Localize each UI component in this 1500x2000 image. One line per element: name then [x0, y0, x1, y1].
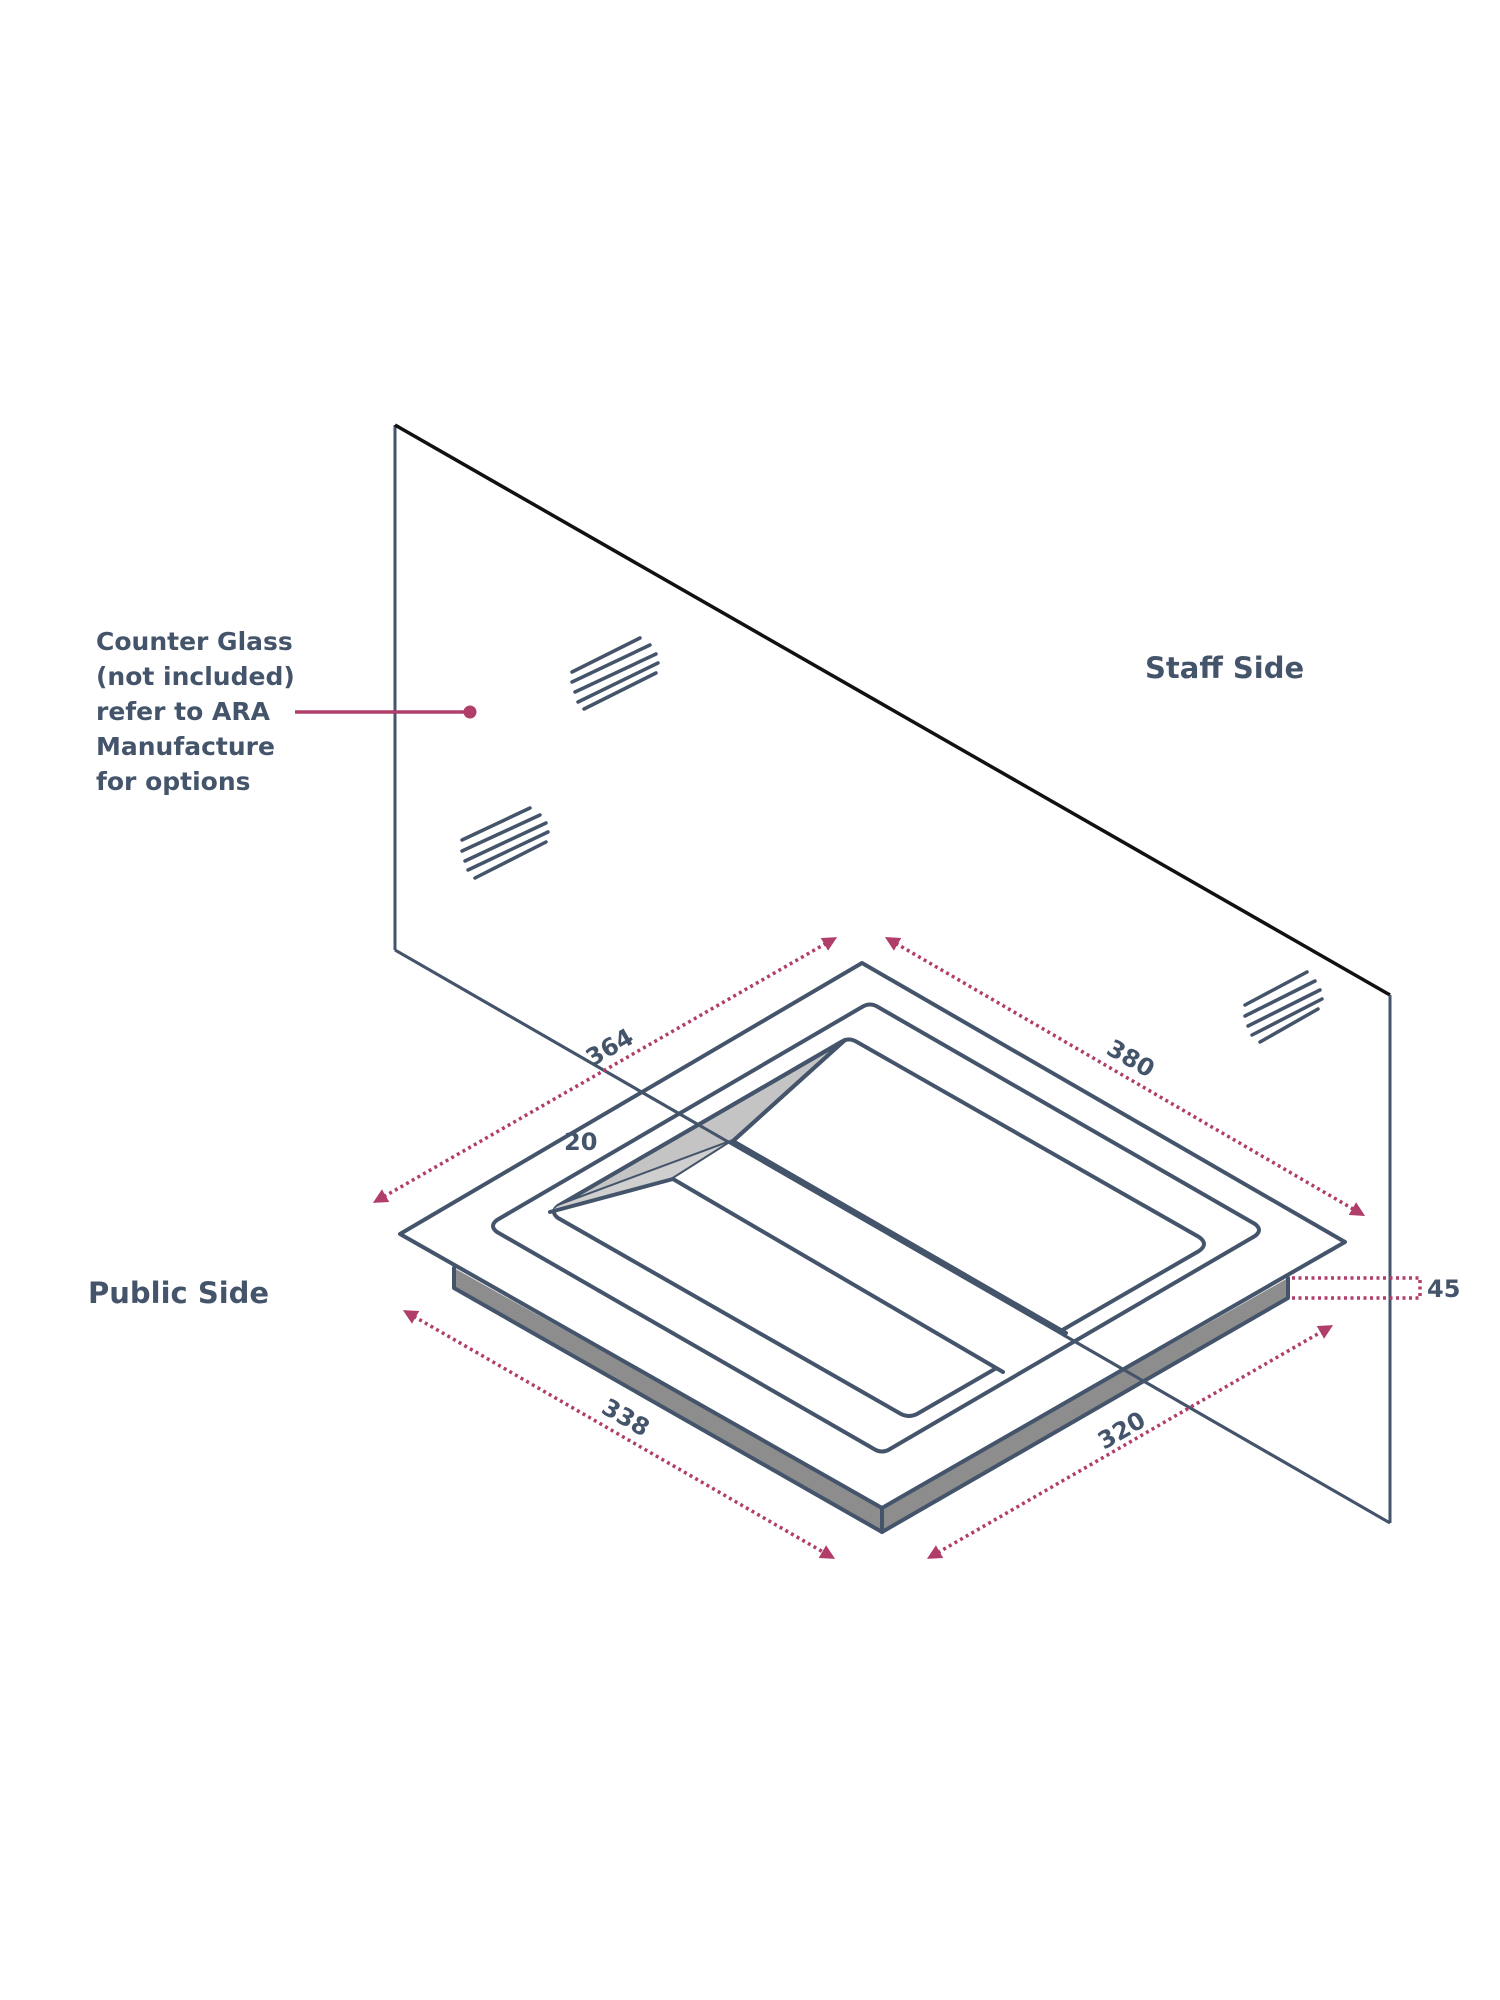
- dimension-lines: [372, 937, 1422, 1559]
- public-side-label: Public Side: [88, 1276, 269, 1310]
- dim-line-bottom-right: [926, 1325, 1334, 1559]
- dim-label-depth: 45: [1427, 1275, 1460, 1303]
- callout-dot: [463, 705, 477, 719]
- counter-glass-panel: [393, 423, 1392, 1525]
- dim-label-lip: 20: [564, 1128, 597, 1156]
- dim-label-bottom-left: 338: [597, 1393, 654, 1442]
- dim-bracket-depth: [1292, 1276, 1422, 1300]
- dim-line-bottom-left: [402, 1310, 836, 1559]
- counter-glass-note-line-5: for options: [96, 767, 251, 796]
- counter-glass-callout: [295, 705, 477, 719]
- glass-reflection-marks-upper: [570, 636, 660, 711]
- dim-label-top-left: 364: [581, 1023, 638, 1072]
- counter-glass-note-line-1: Counter Glass: [96, 627, 293, 656]
- glass-reflection-marks-right: [1243, 970, 1324, 1044]
- counter-glass-note-line-4: Manufacture: [96, 732, 275, 761]
- tray-base: [452, 1266, 1290, 1534]
- glass-bottom-edge: [394, 948, 1391, 1525]
- dim-line-top-left: [372, 937, 838, 1203]
- staff-side-label: Staff Side: [1145, 651, 1304, 685]
- counter-glass-note-line-2: (not included): [96, 662, 295, 691]
- counter-glass-note-line-3: refer to ARA: [96, 697, 271, 726]
- tray-inner-rim: [491, 1002, 1261, 1454]
- dim-label-bottom-right: 320: [1093, 1406, 1150, 1455]
- counter-glass-note: Counter Glass (not included) refer to AR…: [96, 627, 304, 796]
- glass-reflection-marks-middle: [460, 806, 550, 880]
- dim-label-top-right: 380: [1102, 1034, 1159, 1083]
